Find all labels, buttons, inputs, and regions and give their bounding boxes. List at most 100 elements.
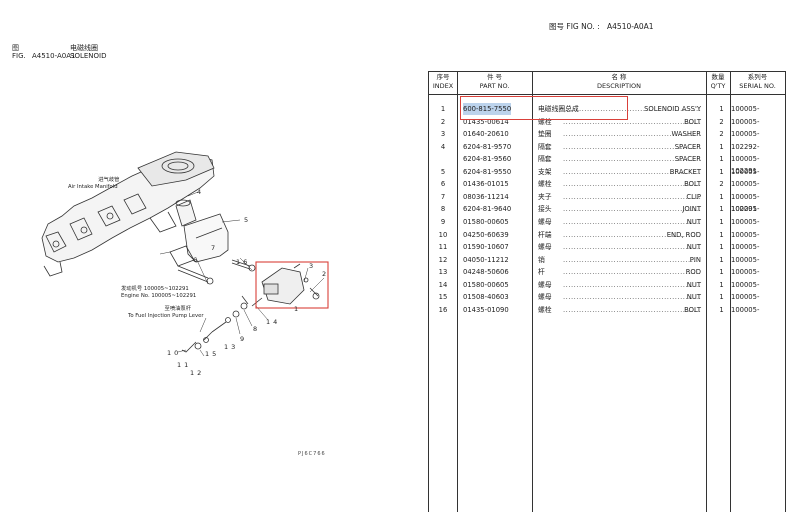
engine-no-label: 发动机号 100005~102291 Engine No. 100005~102… — [121, 286, 197, 299]
callout-11: 11 — [177, 361, 192, 369]
row-leader-dots: ........................................… — [563, 105, 701, 113]
row-qty: 2 — [719, 117, 724, 126]
fig-name: 电磁线圈 SOLENOID — [70, 44, 106, 60]
row-part-no: 01590-10607 — [463, 243, 509, 252]
row-qty: 1 — [719, 268, 724, 277]
row-name-cn: 隔套 — [538, 142, 552, 151]
selected-row-highlight — [460, 96, 628, 120]
row-qty: 1 — [719, 280, 724, 289]
callout-2: 2 — [322, 270, 327, 278]
row-part-no: 6204-81-9570 — [463, 142, 512, 151]
row-qty: 2 — [719, 180, 724, 189]
leader-lines — [177, 191, 325, 357]
row-qty: 1 — [719, 217, 724, 226]
row-name-cn: 隔套 — [538, 155, 552, 164]
row-serial: 100005- — [731, 117, 760, 126]
callout-7: 7 — [211, 244, 216, 252]
row-part-no: 01435-00614 — [463, 117, 509, 126]
row-serial: 100005- — [731, 180, 760, 189]
row-name-en: BOLT — [684, 180, 701, 189]
row-serial: 100005- — [731, 130, 760, 139]
fig-label-en: FIG. A4510-A0A1 — [12, 52, 76, 60]
callout-3: 3 — [309, 262, 314, 270]
callout-13: 13 — [224, 343, 239, 351]
row-part-no: 6204-81-9640 — [463, 205, 512, 214]
spacer-bracket — [169, 199, 229, 267]
row-name-en: ROD — [685, 268, 701, 277]
callout-10: 10 — [167, 349, 182, 357]
row-qty: 1 — [719, 293, 724, 302]
row-leader-dots: ........................................… — [563, 192, 701, 201]
row-leader-dots: ........................................… — [563, 117, 701, 126]
callout-15: 15 — [205, 350, 220, 358]
row-serial: 102292- — [731, 142, 760, 151]
row-qty: 2 — [719, 130, 724, 139]
row-name-cn: 螺栓 — [538, 180, 552, 189]
row-leader-dots: ........................................… — [563, 280, 701, 289]
row-name-cn: 杆 — [538, 268, 545, 277]
row-name-en: SPACER — [674, 155, 701, 164]
row-index: 16 — [438, 305, 448, 314]
row-index: 13 — [438, 268, 448, 277]
row-qty: 1 — [719, 230, 724, 239]
row-name-cn: 夹子 — [538, 192, 552, 201]
row-index: 9 — [440, 217, 446, 226]
row-serial: 100005- — [731, 230, 760, 239]
callout-9: 9 — [240, 335, 245, 343]
row-part-no: 01580-00605 — [463, 217, 509, 226]
row-leader-dots: ........................................… — [563, 180, 701, 189]
row-name-en: NUT — [686, 293, 701, 302]
row-index: 11 — [438, 243, 448, 252]
row-serial: 100005- — [731, 268, 760, 277]
callout-12: 12 — [190, 369, 205, 377]
row-name-en: NUT — [686, 243, 701, 252]
row-index: 5 — [440, 167, 446, 176]
row-index: 10 — [438, 230, 448, 239]
fig-number-label: 图号 FIG NO. : — [549, 22, 600, 31]
row-leader-dots: ........................................… — [563, 167, 701, 176]
row-part-no: 600-815-7550 — [463, 103, 512, 115]
row-serial: 100005-102291 — [731, 192, 760, 213]
row-index: 2 — [440, 117, 446, 126]
row-serial: 100005- — [731, 243, 760, 252]
row-name-cn: 螺栓 — [538, 305, 552, 314]
row-serial: 100005- — [731, 280, 760, 289]
row-name-cn: 螺母 — [538, 217, 552, 226]
row-index: 14 — [438, 280, 448, 289]
fig-code: A4510-A0A1 — [31, 52, 76, 60]
row-name-cn: 电磁线圈总成 — [538, 105, 579, 113]
air-intake-manifold — [41, 151, 215, 277]
row-qty: 1 — [719, 105, 724, 113]
row-leader-dots: ........................................… — [563, 230, 701, 239]
row-qty: 1 — [719, 305, 724, 314]
row-leader-dots: ........................................… — [563, 255, 701, 264]
row-serial: 100005- — [731, 205, 760, 214]
row-serial: 100005- — [731, 293, 760, 302]
row-part-no: 04050-11212 — [463, 255, 509, 264]
row-part-no: 01580-00605 — [463, 280, 509, 289]
row-name-cn: 垫圈 — [538, 130, 552, 139]
row-serial: 100005- — [731, 167, 760, 176]
row-name-cn: 螺栓 — [538, 117, 552, 126]
